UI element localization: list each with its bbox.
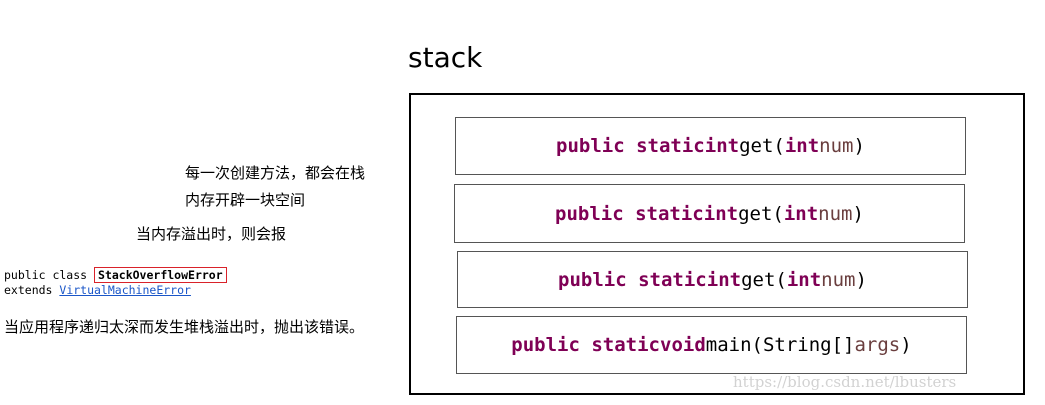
frame-close-paren: ) — [855, 268, 867, 291]
frame-method-name: get( — [739, 135, 785, 157]
stack-title: stack — [408, 41, 483, 74]
note-line-2: 内存开辟一块空间 — [185, 191, 306, 209]
watermark: https://blog.csdn.net/lbusters — [733, 373, 957, 391]
javadoc-line-1: public class StackOverflowError — [4, 267, 227, 283]
error-description: 当应用程序递归太深而发生堆栈溢出时，抛出该错误。 — [4, 318, 365, 336]
frame-return-type: int — [706, 268, 742, 291]
javadoc-extends-prefix: extends — [4, 283, 60, 297]
frame-method-name: get( — [741, 268, 787, 291]
frame-modifiers: public static — [511, 334, 660, 356]
javadoc-signature: public class StackOverflowError extends … — [4, 267, 227, 298]
frame-method-name: main(String[] — [705, 334, 855, 356]
frame-param-type: int — [784, 135, 820, 157]
superclass-link[interactable]: VirtualMachineError — [59, 283, 191, 297]
frame-param-name: num — [819, 135, 854, 157]
frame-param-type: int — [786, 268, 822, 291]
stack-frame-get-2: public static int get(int num) — [454, 184, 965, 243]
frame-return-type: void — [660, 334, 706, 356]
note-line-1: 每一次创建方法，都会在栈 — [185, 164, 366, 182]
stack-container — [409, 93, 1025, 395]
javadoc-class-prefix: public class — [4, 268, 95, 282]
frame-param-type: int — [783, 202, 819, 225]
note-line-3: 当内存溢出时，则会报 — [136, 225, 287, 243]
frame-close-paren: ) — [852, 202, 864, 225]
frame-method-name: get( — [738, 202, 784, 225]
frame-modifiers: public static — [555, 202, 704, 225]
frame-param-name: num — [818, 202, 853, 225]
stack-frame-get-3: public static int get(int num) — [457, 251, 968, 308]
class-name-highlight: StackOverflowError — [94, 267, 227, 283]
frame-param-name: args — [854, 334, 901, 356]
frame-close-paren: ) — [900, 334, 912, 356]
frame-modifiers: public static — [556, 135, 705, 157]
frame-return-type: int — [703, 202, 739, 225]
stack-frame-get-1: public static int get(int num) — [455, 117, 966, 175]
javadoc-line-2: extends VirtualMachineError — [4, 283, 227, 298]
frame-param-name: num — [821, 268, 856, 291]
frame-close-paren: ) — [853, 135, 865, 157]
frame-modifiers: public static — [558, 268, 707, 291]
stack-frame-main: public static void main(String[] args) — [456, 316, 967, 374]
frame-return-type: int — [704, 135, 740, 157]
